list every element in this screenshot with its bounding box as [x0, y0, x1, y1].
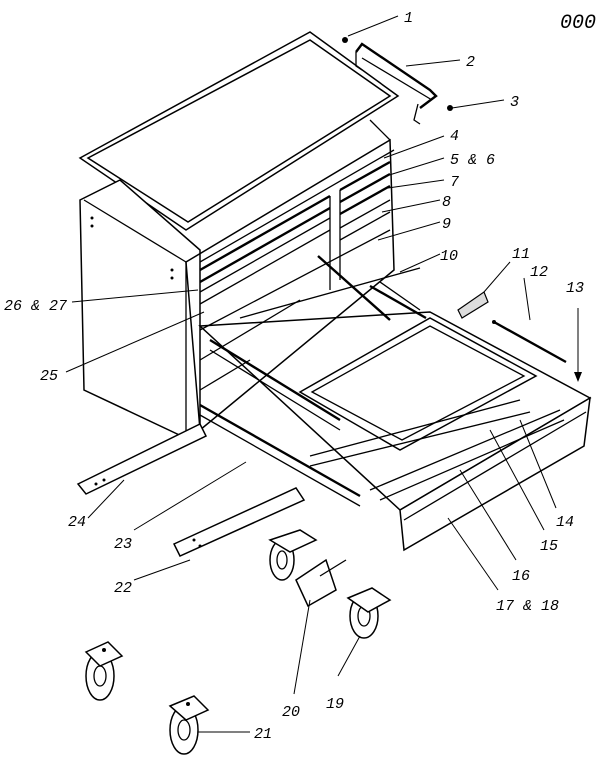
- bar-12: [493, 320, 567, 364]
- callout-15: 15: [540, 538, 558, 555]
- brake-caster-20: [268, 529, 347, 608]
- callout-21: 21: [254, 726, 272, 743]
- drawer-assembly: [198, 255, 592, 552]
- callout-12: 12: [530, 264, 548, 281]
- callout-7: 7: [450, 174, 459, 191]
- callout-2: 2: [466, 54, 475, 71]
- callout-9: 9: [442, 216, 451, 233]
- callout-22: 22: [114, 580, 132, 597]
- screw-3: [447, 105, 453, 111]
- callout-16: 16: [512, 568, 530, 585]
- callout-19: 19: [326, 696, 344, 713]
- callout-20: 20: [282, 704, 300, 721]
- callout-14: 14: [556, 514, 574, 531]
- callout-5-6: 5 & 6: [450, 152, 495, 169]
- diagram-code: 000: [560, 12, 596, 35]
- rail-22: [172, 487, 306, 557]
- callout-13: 13: [566, 280, 584, 297]
- cabinet-body: [79, 119, 395, 441]
- callout-3: 3: [510, 94, 519, 111]
- callout-23: 23: [114, 536, 132, 553]
- screw-1: [342, 37, 348, 43]
- callout-8: 8: [442, 194, 451, 211]
- callout-17-18: 17 & 18: [496, 598, 559, 615]
- caster-21: [168, 695, 210, 755]
- callouts: 1 2 3 4 5 & 6 7 8 9 10 11 12 13 14 15 16…: [4, 10, 584, 743]
- clip-11: [457, 291, 489, 319]
- caster-19: [346, 587, 392, 639]
- callout-24: 24: [68, 514, 86, 531]
- leader-lines: [65, 15, 557, 733]
- callout-26-27: 26 & 27: [4, 298, 67, 315]
- callout-1: 1: [404, 10, 413, 27]
- callout-4: 4: [450, 128, 459, 145]
- caster-left: [84, 641, 124, 701]
- callout-11: 11: [512, 246, 530, 263]
- rail-24: [76, 422, 208, 495]
- callout-25: 25: [40, 368, 58, 385]
- callout-10: 10: [440, 248, 458, 265]
- handle: [355, 42, 438, 125]
